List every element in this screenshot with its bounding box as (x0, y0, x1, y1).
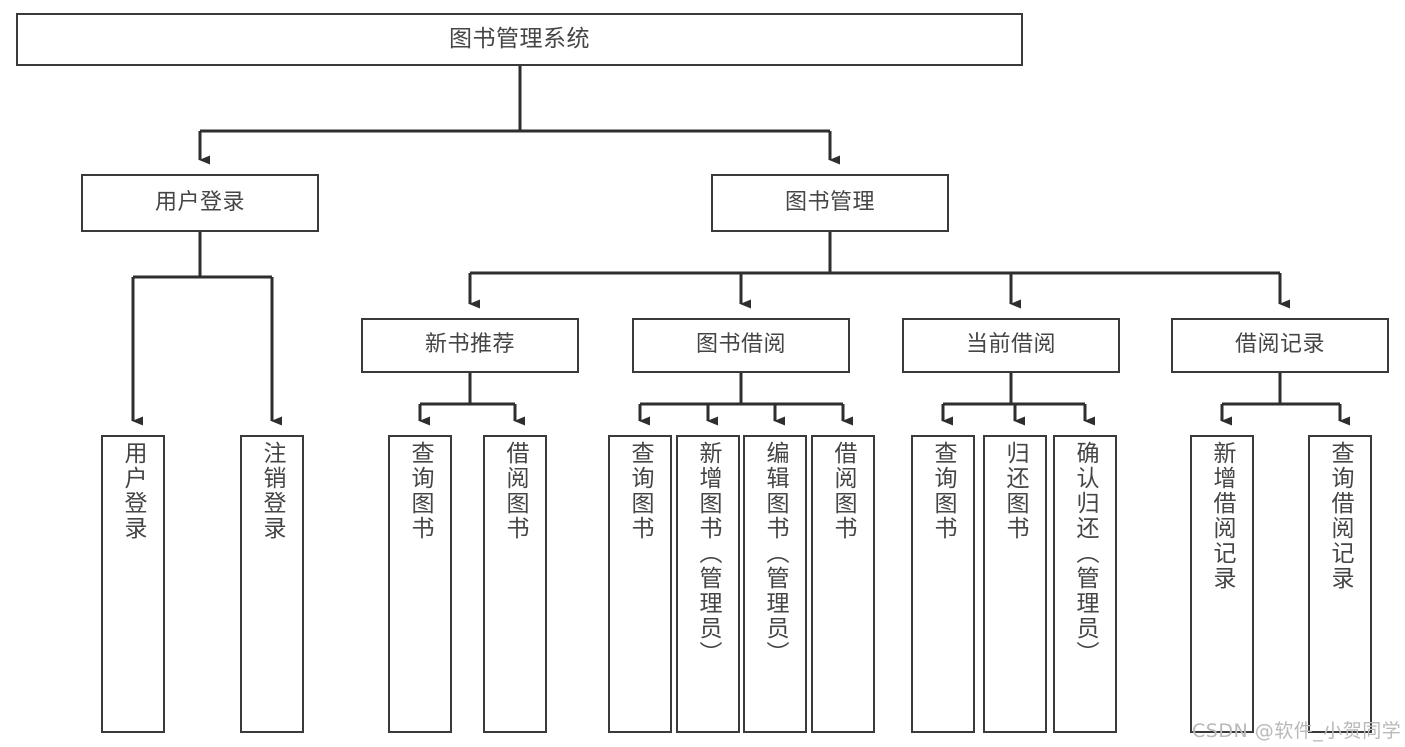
node-current-borrow[interactable]: 当前借阅 (902, 318, 1120, 373)
node-return-book[interactable]: 归还图书 (983, 435, 1047, 733)
node-book-borrow[interactable]: 图书借阅 (632, 318, 850, 373)
watermark-text: CSDN @软件_小贺同学 (1192, 720, 1402, 742)
node-label: 查询图书 (930, 441, 957, 541)
node-label: 新书推荐 (424, 332, 515, 358)
node-label: 查询图书 (627, 441, 654, 541)
node-label: 用户登录 (154, 189, 245, 215)
node-edit-book[interactable]: 编辑图书（管理员） (743, 435, 807, 733)
node-query-borrow-record[interactable]: 查询借阅记录 (1308, 435, 1372, 733)
node-add-borrow-record[interactable]: 新增借阅记录 (1190, 435, 1254, 733)
node-label: 借阅图书 (502, 441, 529, 541)
node-label: 查询借阅记录 (1327, 441, 1354, 591)
node-confirm-return[interactable]: 确认归还（管理员） (1053, 435, 1117, 733)
node-label: 图书管理 (784, 189, 875, 215)
node-query-book-nb[interactable]: 查询图书 (388, 435, 452, 733)
node-label: 当前借阅 (965, 332, 1056, 358)
node-label: 借阅记录 (1234, 332, 1325, 358)
node-label: 新增借阅记录 (1209, 441, 1236, 591)
node-user-login-do[interactable]: 用户登录 (101, 435, 165, 733)
node-new-book-recommend[interactable]: 新书推荐 (361, 318, 579, 373)
node-book-management[interactable]: 图书管理 (711, 174, 949, 232)
node-label: 图书管理系统 (449, 25, 590, 52)
node-add-book[interactable]: 新增图书（管理员） (676, 435, 740, 733)
node-root-system[interactable]: 图书管理系统 (16, 13, 1023, 66)
node-label: 图书借阅 (695, 332, 786, 358)
node-label: 确认归还（管理员） (1072, 441, 1099, 666)
node-borrow-book-nb[interactable]: 借阅图书 (483, 435, 547, 733)
node-user-logout[interactable]: 注销登录 (240, 435, 304, 733)
node-query-book-cb[interactable]: 查询图书 (911, 435, 975, 733)
node-label: 查询图书 (407, 441, 434, 541)
node-borrow-book-bb[interactable]: 借阅图书 (811, 435, 875, 733)
node-label: 借阅图书 (830, 441, 857, 541)
node-borrow-records[interactable]: 借阅记录 (1171, 318, 1389, 373)
node-user-login[interactable]: 用户登录 (81, 174, 319, 232)
node-label: 新增图书（管理员） (695, 441, 722, 666)
node-label: 编辑图书（管理员） (762, 441, 789, 666)
node-label: 用户登录 (120, 441, 147, 541)
node-label: 归还图书 (1002, 441, 1029, 541)
node-query-book-bb[interactable]: 查询图书 (608, 435, 672, 733)
node-label: 注销登录 (259, 441, 286, 541)
